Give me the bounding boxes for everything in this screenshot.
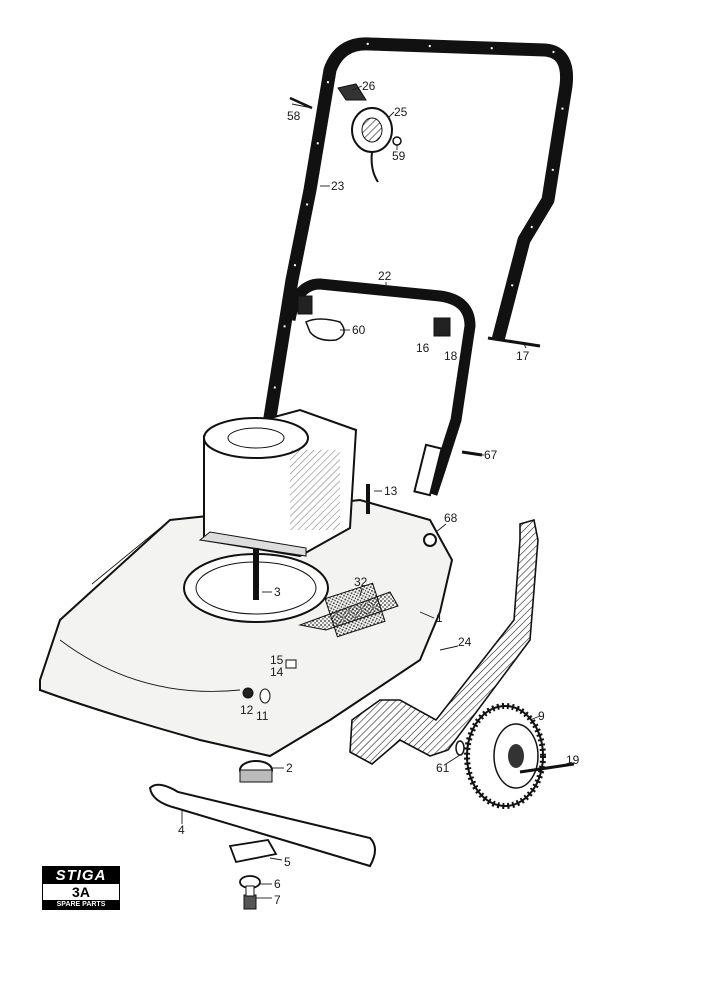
callout-68: 68 bbox=[444, 511, 458, 525]
callout-58: 58 bbox=[287, 109, 301, 123]
clamp-16 bbox=[433, 317, 451, 337]
logo-brand: STIGA bbox=[43, 867, 119, 884]
callout-16: 16 bbox=[416, 341, 430, 355]
callout-4: 4 bbox=[178, 823, 185, 837]
callout-24: 24 bbox=[458, 635, 472, 649]
plate-5 bbox=[228, 839, 278, 864]
motor bbox=[198, 408, 358, 600]
callout-17: 17 bbox=[516, 349, 530, 363]
leader-lines bbox=[181, 85, 573, 899]
callout-32: 32 bbox=[354, 575, 368, 589]
wheel-bracket bbox=[349, 518, 539, 765]
callout-labels: 26 58 25 59 23 22 60 16 18 17 67 13 68 3… bbox=[178, 79, 580, 907]
washer-61 bbox=[455, 740, 465, 756]
callout-60: 60 bbox=[352, 323, 366, 337]
callout-6: 6 bbox=[274, 877, 281, 891]
callout-14: 14 bbox=[270, 665, 284, 679]
bracket-left bbox=[297, 295, 313, 315]
logo-subtitle: SPARE PARTS bbox=[43, 900, 119, 909]
nut-12 bbox=[242, 687, 254, 699]
callout-9: 9 bbox=[538, 709, 545, 723]
mower-deck bbox=[39, 498, 454, 758]
clip-60 bbox=[305, 318, 345, 342]
stiga-logo: STIGA 3A SPARE PARTS bbox=[42, 866, 120, 910]
lower-handle-bar bbox=[284, 278, 476, 497]
callout-19: 19 bbox=[566, 753, 580, 767]
clip-15 bbox=[285, 659, 297, 669]
nut-59 bbox=[392, 136, 402, 146]
washer-11 bbox=[259, 688, 271, 704]
bolt-7 bbox=[243, 885, 257, 910]
callout-26: 26 bbox=[362, 79, 376, 93]
callout-5: 5 bbox=[284, 855, 291, 869]
screw-58 bbox=[289, 96, 313, 110]
callout-18: 18 bbox=[444, 349, 458, 363]
callout-11: 11 bbox=[256, 709, 269, 723]
callout-7: 7 bbox=[274, 893, 281, 907]
nut-68 bbox=[423, 533, 437, 547]
bolt-19 bbox=[519, 762, 575, 774]
callout-15: 15 bbox=[270, 653, 284, 667]
callout-61: 61 bbox=[436, 761, 450, 775]
bolt-17 bbox=[487, 336, 541, 348]
callout-1: 1 bbox=[436, 611, 443, 625]
logo-code: 3A bbox=[72, 884, 90, 900]
callout-23: 23 bbox=[331, 179, 345, 193]
callout-59: 59 bbox=[392, 149, 406, 163]
switch-housing bbox=[351, 107, 393, 183]
switch-lever bbox=[337, 83, 367, 101]
callout-13: 13 bbox=[384, 484, 398, 498]
callout-2: 2 bbox=[286, 761, 293, 775]
callout-67: 67 bbox=[484, 448, 498, 462]
blade-4 bbox=[148, 783, 376, 868]
upper-handle-bar bbox=[261, 37, 574, 432]
callout-22: 22 bbox=[378, 269, 392, 283]
bolt-67 bbox=[461, 450, 483, 457]
callout-12: 12 bbox=[240, 703, 254, 717]
callout-3: 3 bbox=[274, 585, 281, 599]
blade-adapter-2 bbox=[239, 760, 273, 783]
wheel bbox=[464, 703, 546, 809]
callout-25: 25 bbox=[394, 105, 408, 119]
